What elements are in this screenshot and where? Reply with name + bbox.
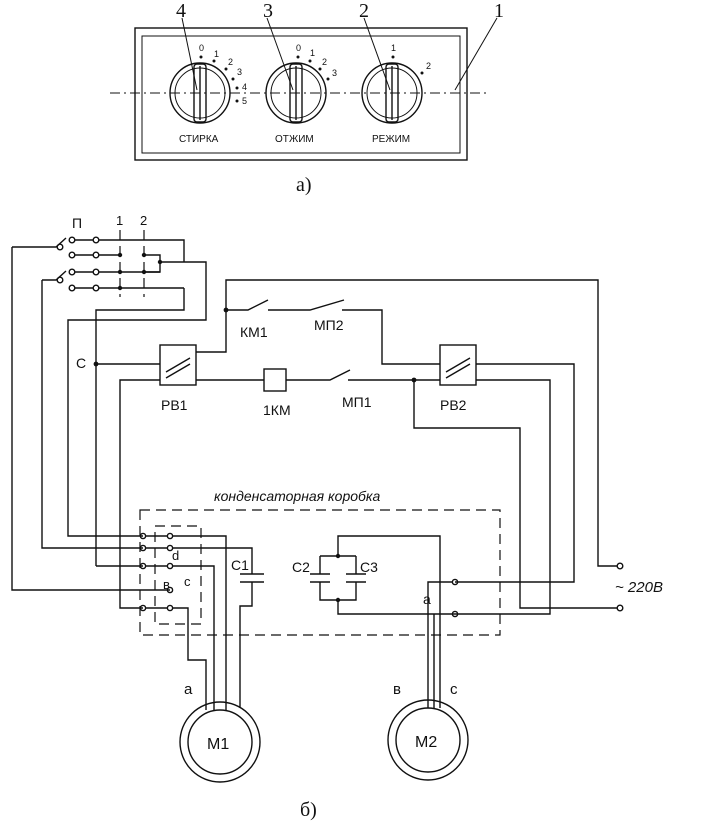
supply-terminal-1 bbox=[616, 562, 624, 570]
supply-terminal-2 bbox=[616, 604, 624, 612]
wire-c1-top bbox=[173, 547, 253, 574]
caption-b: б) bbox=[300, 799, 317, 821]
capacitor-box-label: конденсаторная коробка bbox=[214, 488, 381, 504]
wire-rv2-lower bbox=[455, 379, 551, 615]
switch-mp1 bbox=[286, 369, 351, 381]
wire-c2c3-top bbox=[337, 535, 441, 700]
wash-scale-3: 3 bbox=[237, 67, 242, 77]
wash-scale-1: 1 bbox=[214, 49, 219, 59]
callout-leader-3 bbox=[266, 17, 294, 91]
wire-left-second bbox=[41, 280, 143, 549]
terminal-d: d bbox=[172, 548, 179, 563]
relay-rv2-label: РВ2 bbox=[440, 397, 467, 413]
wire-rv1-left bbox=[119, 379, 160, 609]
mp1-label: МП1 bbox=[342, 394, 372, 410]
spin-knob bbox=[265, 62, 327, 124]
coil-1km-label: 1КМ bbox=[263, 402, 291, 418]
coil-1km bbox=[263, 368, 287, 392]
c23-top-node bbox=[335, 553, 341, 559]
switch-mp2 bbox=[268, 299, 345, 311]
km1-label: КМ1 bbox=[240, 324, 268, 340]
wash-scale-5: 5 bbox=[242, 96, 247, 106]
mp2-label: МП2 bbox=[314, 317, 344, 333]
wire-m2-a bbox=[427, 581, 452, 700]
callout-leader-1 bbox=[454, 17, 498, 91]
wire-top-supply bbox=[196, 279, 617, 567]
switch-col-1: 1 bbox=[116, 213, 123, 228]
capacitor-box bbox=[139, 509, 501, 636]
wash-knob bbox=[169, 62, 231, 124]
m2-term-upper bbox=[451, 578, 459, 586]
motor-m1-label: М1 bbox=[207, 736, 229, 753]
switch-col-2: 2 bbox=[140, 213, 147, 228]
wire-left-outer bbox=[11, 247, 170, 591]
wire-m1-1 bbox=[173, 535, 227, 700]
m2-term-a-label: а bbox=[423, 591, 431, 607]
panel-inner-frame bbox=[141, 35, 461, 154]
callout-3: 3 bbox=[263, 0, 273, 22]
wire-mp2-rv2 bbox=[342, 309, 440, 365]
wash-scale-2: 2 bbox=[228, 57, 233, 67]
relay-rv1-label: РВ1 bbox=[161, 397, 188, 413]
wash-scale-4: 4 bbox=[242, 82, 247, 92]
spin-scale-2: 2 bbox=[322, 57, 327, 67]
switch-label: П bbox=[72, 215, 82, 231]
mode-knob-label: РЕЖИМ bbox=[372, 134, 410, 145]
wash-scale-0: 0 bbox=[199, 43, 204, 53]
mode-knob bbox=[361, 62, 423, 124]
c2-label: С2 bbox=[292, 559, 310, 575]
motor-m1-term-a: а bbox=[184, 681, 193, 698]
wire-m1-3 bbox=[173, 607, 207, 700]
motor-m1 bbox=[179, 700, 261, 783]
terminal-c: с bbox=[184, 574, 191, 589]
terminal-block bbox=[154, 525, 202, 625]
wire-c23-bottom bbox=[337, 600, 455, 615]
wire-return-supply bbox=[413, 380, 617, 609]
motor-m2 bbox=[387, 699, 469, 781]
relay-rv1 bbox=[159, 344, 197, 386]
spin-scale-1: 1 bbox=[310, 48, 315, 58]
motor-m2-term-b: в bbox=[393, 681, 401, 698]
mode-scale-2: 2 bbox=[426, 61, 431, 71]
terminal-dots bbox=[139, 532, 174, 612]
callout-leader-2 bbox=[363, 17, 391, 91]
mode-scale-1: 1 bbox=[391, 43, 396, 53]
spin-scale-3: 3 bbox=[332, 68, 337, 78]
spin-knob-label: ОТЖИМ bbox=[275, 134, 314, 145]
mode-scale-dots bbox=[391, 55, 424, 75]
spin-scale-dots bbox=[296, 55, 330, 81]
callout-2: 2 bbox=[359, 0, 369, 22]
wire-rv2-upper bbox=[455, 363, 575, 583]
motor-m2-label: М2 bbox=[415, 734, 437, 751]
control-panel: 4 3 2 1 0 1 2 3 4 5 0 1 2 3 bbox=[110, 0, 504, 196]
node-c-label: С bbox=[76, 355, 86, 371]
callout-leader-4 bbox=[181, 17, 198, 91]
switch-contacts bbox=[12, 236, 207, 566]
switch-km1 bbox=[226, 299, 269, 311]
m2-term-lower bbox=[451, 610, 459, 618]
callout-1: 1 bbox=[494, 0, 504, 22]
wash-scale-dots bbox=[199, 55, 239, 103]
c3-label: С3 bbox=[360, 559, 378, 575]
terminal-b: в bbox=[163, 577, 170, 592]
wire-c1-bottom bbox=[239, 582, 253, 700]
spin-scale-0: 0 bbox=[296, 43, 301, 53]
relay-rv2 bbox=[439, 344, 477, 386]
wire-m1-2 bbox=[173, 565, 215, 700]
schematic: П 1 2 bbox=[11, 213, 663, 821]
panel-outer-frame bbox=[134, 27, 468, 161]
motor-m2-term-c: с bbox=[450, 681, 458, 698]
supply-label: ~ 220В bbox=[615, 579, 663, 596]
wash-knob-label: СТИРКА bbox=[179, 134, 219, 145]
callout-4: 4 bbox=[176, 0, 186, 22]
c1-label: С1 bbox=[231, 557, 249, 573]
c23-bottom-bus bbox=[319, 582, 357, 601]
caption-a: а) bbox=[296, 174, 312, 196]
